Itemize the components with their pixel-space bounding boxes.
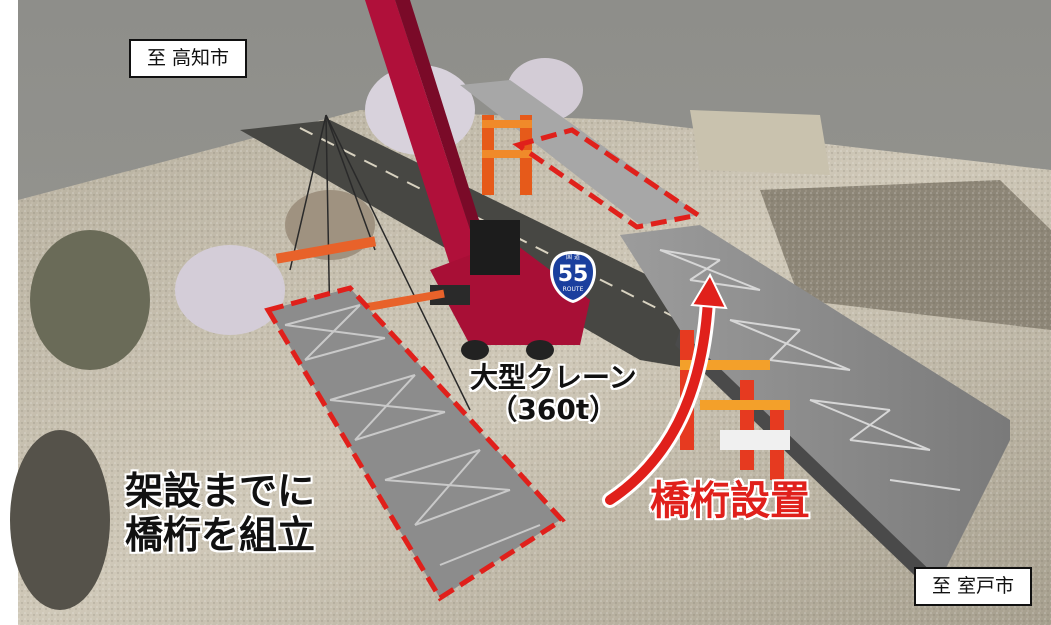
install-arrow	[605, 295, 713, 505]
crane-outrigger	[430, 285, 470, 305]
assemble-callout-line1: 架設までに	[125, 469, 316, 513]
girder-installed-bracing	[659, 249, 961, 491]
girder-assembly	[268, 288, 560, 598]
install-callout: 橋桁設置	[650, 478, 810, 524]
crane-callout-line1: 大型クレーン	[470, 361, 637, 394]
crane-callout-line2: （360t）	[489, 393, 618, 427]
assemble-callout: 架設までに 橋桁を組立	[125, 469, 316, 557]
crane-cab	[470, 220, 520, 275]
destination-kochi-label: 至 高知市	[129, 39, 248, 78]
crane-wheel	[461, 340, 489, 360]
install-target-highlight-box	[512, 127, 705, 230]
temporary-bent-far	[482, 115, 532, 195]
route-sign-top-text: 国 道	[566, 254, 580, 261]
girder-assembly-bracing	[284, 304, 541, 566]
crane-wheel	[526, 340, 554, 360]
tree-dark-bottom-left	[10, 430, 110, 610]
lifting-slings	[289, 114, 471, 411]
tree-dark-left	[30, 230, 150, 370]
install-arrow-head	[690, 272, 728, 310]
assemble-callout-line2: 橋桁を組立	[125, 512, 316, 557]
route-shield-icon	[550, 251, 596, 303]
route-sign-sub-text: ROUTE	[562, 286, 584, 293]
assembly-highlight-box	[264, 285, 566, 602]
crane-boom	[365, 0, 480, 265]
building-upper-right	[690, 110, 830, 175]
crane-callout: 大型クレーン （360t）	[470, 361, 637, 427]
route-number: 55	[557, 262, 589, 287]
spreader-beam	[275, 236, 377, 264]
tree-blossom-left	[175, 245, 285, 335]
route-55-sign: 国 道 55 ROUTE	[548, 250, 598, 304]
destination-muroto-label: 至 室戸市	[914, 567, 1033, 606]
